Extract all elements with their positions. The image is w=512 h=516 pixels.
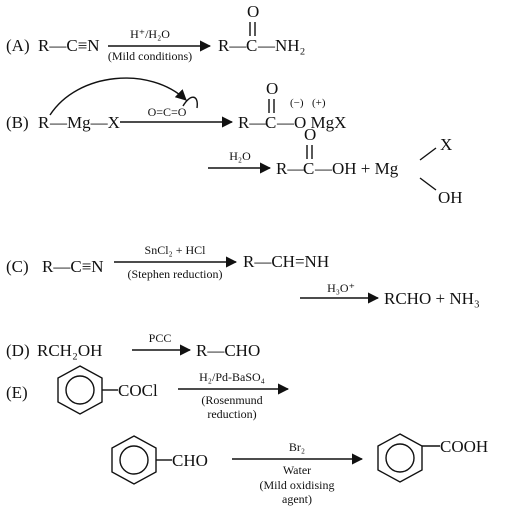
reaction-a-product-c: C — [246, 36, 257, 55]
reaction-e-step2-reactant-group: CHO — [172, 451, 208, 470]
reaction-c: (C) R—C≡N SnCl₂ + HCl (Stephen reduction… — [6, 243, 480, 308]
reaction-c-step2-reagent: H₃O⁺ — [327, 281, 355, 295]
reaction-e-step2-reagent-b2: agent) — [282, 492, 312, 506]
reaction-c-reagent-top: SnCl₂ + HCl — [145, 243, 207, 257]
reaction-e-reagent-top: H₂/Pd-BaSO₄ — [199, 370, 265, 384]
reaction-a-reagent-bottom: (Mild conditions) — [108, 49, 192, 63]
reaction-b-label: (B) — [6, 113, 29, 132]
reaction-b-step2-lead: R— — [276, 159, 305, 178]
reaction-e-reactant-group: COCl — [118, 381, 158, 400]
reaction-e: (E) COCl H₂/Pd-BaSO₄ (Rosenmund reductio… — [6, 365, 488, 506]
reaction-c-reactant: R—C≡N — [42, 257, 104, 276]
reaction-b-product-tail: —O MgX — [276, 113, 346, 132]
reaction-b-step2-reagent: H₂O — [229, 149, 251, 163]
reaction-e-label: (E) — [6, 383, 28, 402]
reaction-b-product-c: C — [265, 113, 276, 132]
reaction-c-product: R—CH=NH — [243, 252, 329, 271]
reaction-e-step2-reagent-mid: Water — [283, 463, 311, 477]
reaction-b-reactant-r: R — [38, 113, 50, 132]
reaction-a-reactant: R—C≡N — [38, 36, 100, 55]
reaction-b-charge-plus: (+) — [312, 97, 326, 109]
reaction-b-electron-curl — [182, 96, 198, 109]
reaction-a-product-lead: R— — [218, 36, 247, 55]
reaction-a-reagent-top: H⁺/H₂O — [130, 27, 170, 41]
reaction-b-step2-tail: —OH + Mg — [314, 159, 399, 178]
reaction-d: (D) RCH₂OH PCC R—CHO — [6, 331, 260, 360]
reaction-d-product: R—CHO — [196, 341, 260, 360]
reaction-e-reagent-mid1: (Rosenmund — [201, 393, 262, 407]
reaction-a-label: (A) — [6, 36, 30, 55]
reaction-b-mg-oh-bond — [419, 177, 437, 191]
reaction-e-step2-reagent-b1: (Mild oxidising — [259, 478, 334, 492]
reaction-a: (A) R—C≡N H⁺/H₂O (Mild conditions) R— C … — [6, 2, 305, 63]
reaction-c-step2-product: RCHO + NH₃ — [384, 289, 480, 308]
reaction-b-mg-oh: OH — [438, 188, 463, 207]
reaction-b-step2-o: O — [304, 125, 316, 144]
reaction-e-product-benzene-ring-icon — [377, 433, 423, 483]
reaction-d-label: (D) — [6, 341, 30, 360]
reaction-c-label: (C) — [6, 257, 29, 276]
reaction-a-product-tail: —NH₂ — [257, 36, 305, 55]
reaction-c-reagent-bottom: (Stephen reduction) — [128, 267, 223, 281]
reaction-b-mg-x: X — [440, 135, 452, 154]
reaction-b-reagent-top: O=C=O — [148, 105, 187, 119]
reaction-b-charge-minus: (−) — [290, 97, 304, 109]
reaction-b-product-lead: R— — [238, 113, 267, 132]
reaction-e-benzene-ring-icon — [57, 365, 103, 415]
reaction-e-step2-benzene-ring-icon — [111, 435, 157, 485]
reaction-a-product-o: O — [247, 2, 259, 21]
reaction-b-step2-c: C — [303, 159, 314, 178]
reaction-e-reagent-mid2: reduction) — [207, 407, 256, 421]
reaction-b-product-o: O — [266, 79, 278, 98]
reaction-e-step2-reagent-top: Br₂ — [289, 440, 305, 454]
reaction-b: (B) R —Mg—X O=C=O R— C O —O MgX (−) (+) … — [6, 77, 463, 207]
reaction-b-reactant-mg: —Mg—X — [49, 113, 120, 132]
reaction-d-reactant: RCH₂OH — [37, 341, 102, 360]
reaction-d-reagent-top: PCC — [149, 331, 172, 345]
reaction-e-step2-product-group: COOH — [440, 437, 488, 456]
reaction-b-mg-x-bond — [419, 147, 437, 161]
reaction-b-curved-arrow — [49, 77, 187, 116]
